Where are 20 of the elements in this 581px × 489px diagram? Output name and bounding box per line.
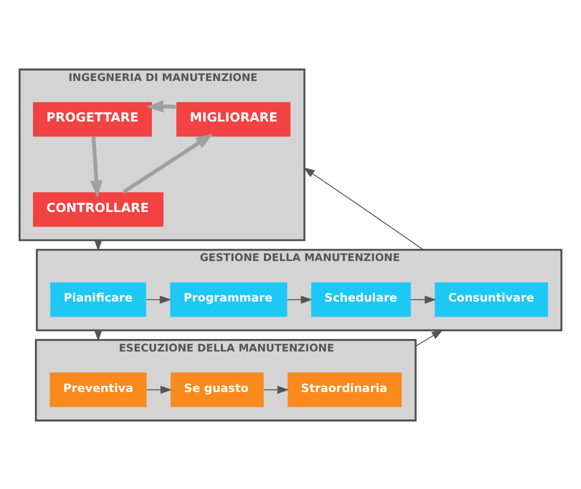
node-box: Pianificare [50,282,146,316]
node-box: Preventiva [50,372,147,407]
node-box: Consuntivare [434,282,548,316]
node-box: CONTROLLARE [33,192,164,226]
node-box: Straordinaria [288,372,402,407]
node-box: Se guasto [170,372,264,407]
arrow [146,100,176,112]
node-box: PROGETTARE [33,102,152,136]
arrow [303,166,424,250]
arrow [90,136,102,198]
arrow [263,385,289,394]
node-box: MIGLIORARE [176,102,290,136]
node-box: Programmare [170,282,288,316]
arrow [410,295,436,304]
arrow [286,295,312,304]
node-box: Schedulare [311,282,411,316]
arrow [415,329,444,346]
arrow [146,295,172,304]
arrow [122,133,214,194]
arrow [146,385,172,394]
